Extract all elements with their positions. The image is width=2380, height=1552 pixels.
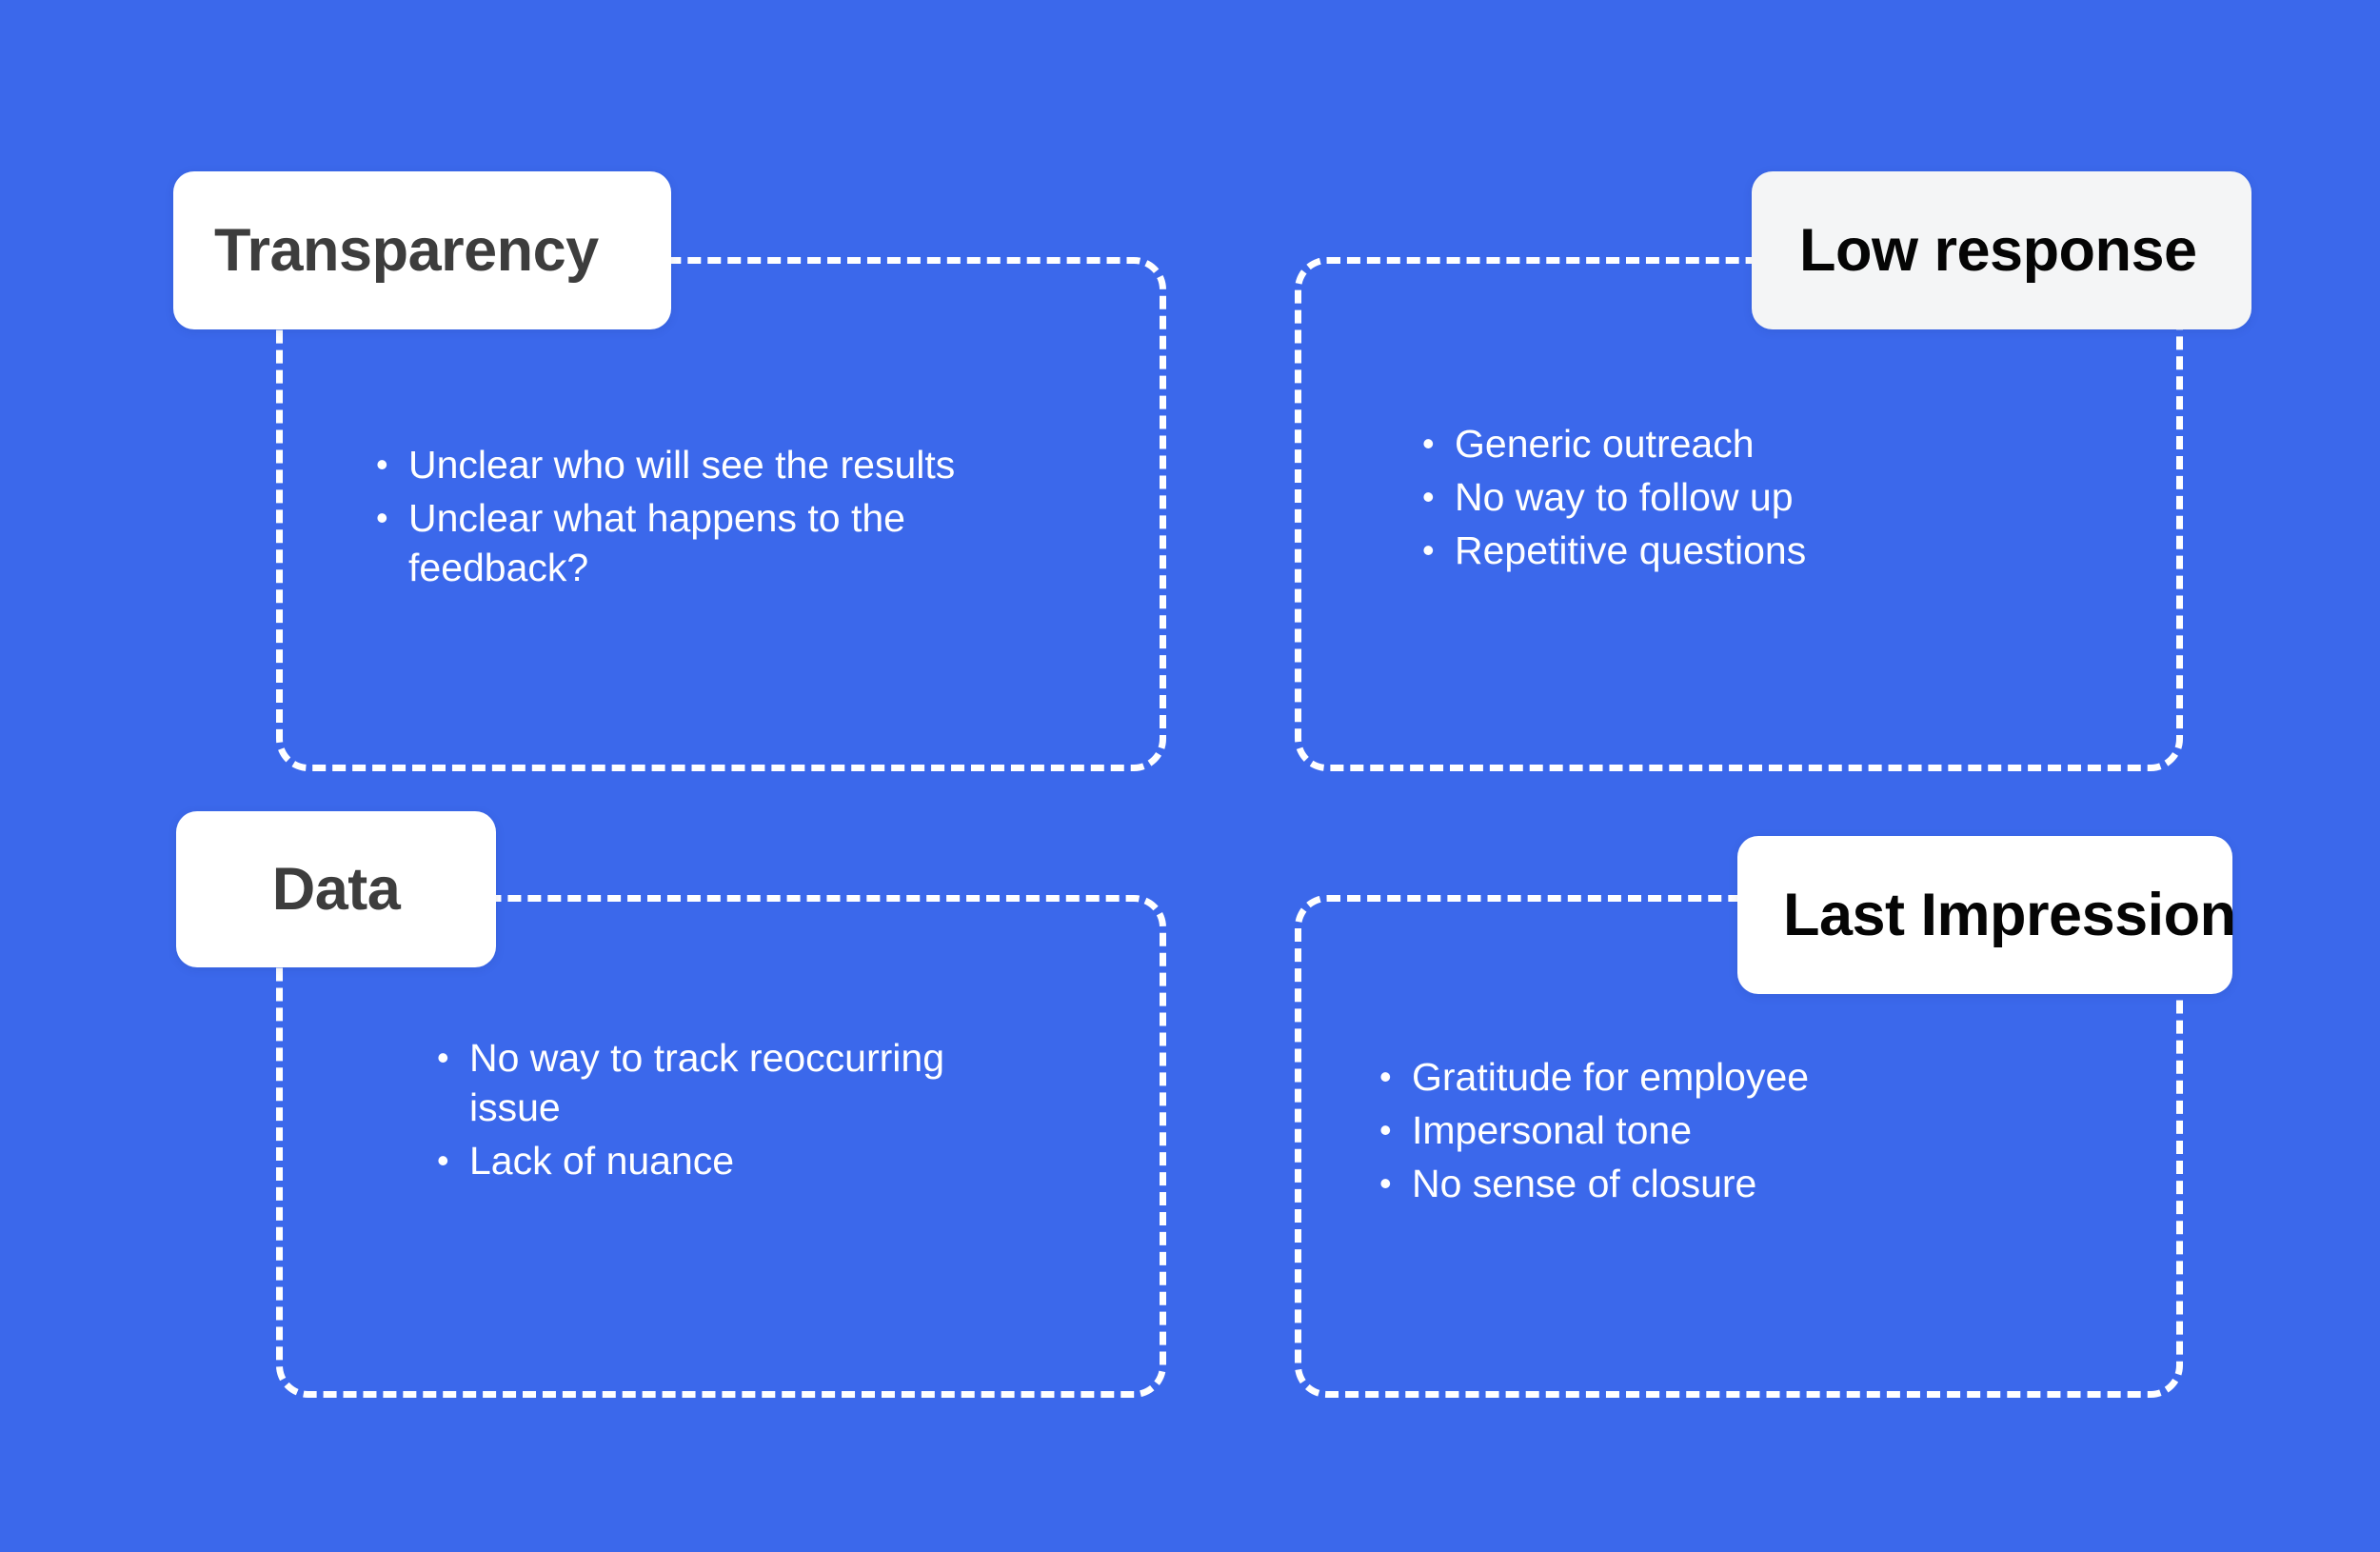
quadrant-title-low-response: Low response bbox=[1799, 216, 2197, 284]
bullet-list-last-impression: Gratitude for employee Impersonal tone N… bbox=[1376, 1052, 2080, 1212]
label-chip-last-impression[interactable]: Last Impression bbox=[1737, 836, 2236, 994]
list-item: No sense of closure bbox=[1376, 1159, 2080, 1208]
dashed-frame-transparency bbox=[276, 257, 1166, 771]
quadrant-title-transparency: Transparency bbox=[214, 216, 599, 284]
list-item: Gratitude for employee bbox=[1376, 1052, 2080, 1102]
list-item: Repetitive questions bbox=[1418, 526, 2104, 575]
label-chip-low-response[interactable]: Low response bbox=[1752, 171, 2251, 329]
list-item: Generic outreach bbox=[1418, 419, 2104, 468]
list-item: Unclear what happens to the feedback? bbox=[372, 493, 1039, 592]
bullet-list-low-response: Generic outreach No way to follow up Rep… bbox=[1418, 419, 2104, 579]
bullet-list-data: No way to track reoccurring issue Lack o… bbox=[433, 1033, 1042, 1189]
bullet-list-transparency: Unclear who will see the results Unclear… bbox=[372, 440, 1039, 596]
list-item: Lack of nuance bbox=[433, 1136, 1042, 1185]
list-item: No way to track reoccurring issue bbox=[433, 1033, 1042, 1132]
quadrant-title-last-impression: Last Impression bbox=[1783, 881, 2236, 948]
list-item: Unclear who will see the results bbox=[372, 440, 1039, 489]
dashed-frame-data bbox=[276, 895, 1166, 1398]
label-chip-data[interactable]: Data bbox=[176, 811, 496, 967]
list-item: Impersonal tone bbox=[1376, 1105, 2080, 1155]
label-chip-transparency[interactable]: Transparency bbox=[173, 171, 671, 329]
quadrant-title-data: Data bbox=[271, 855, 401, 923]
dashed-frame-low-response bbox=[1295, 257, 2183, 771]
list-item: No way to follow up bbox=[1418, 472, 2104, 522]
